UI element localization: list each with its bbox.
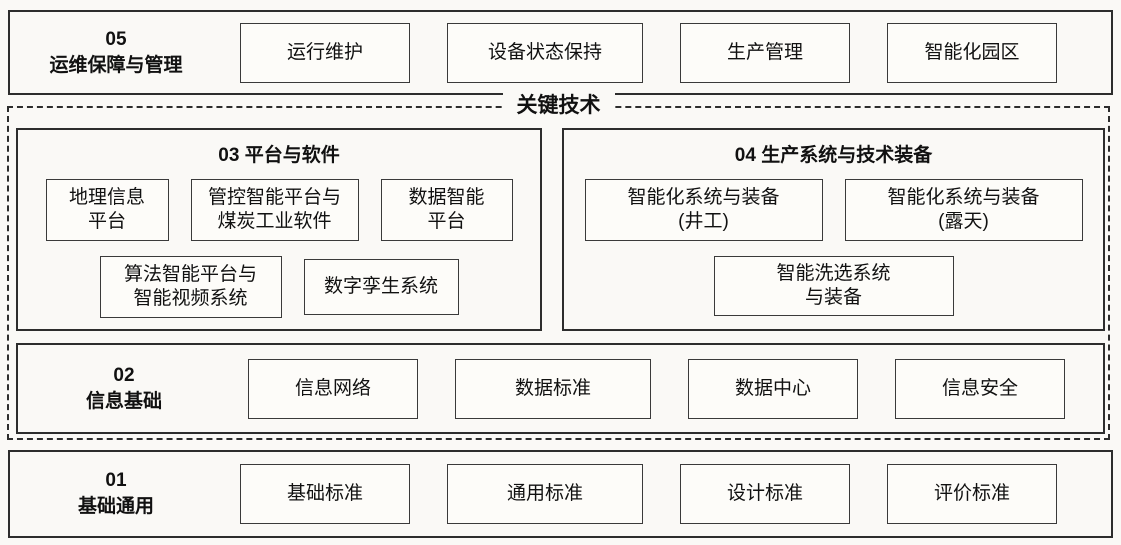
item-box: 通用标准 (447, 464, 643, 524)
keytech-container: 关键技术 03 平台与软件 地理信息 平台 管控智能平台与 煤炭工业软件 数据智… (7, 93, 1110, 440)
item-box: 信息安全 (895, 358, 1065, 419)
section-03-title: 03 平台与软件 (218, 145, 340, 166)
item-box: 生产管理 (680, 22, 850, 83)
item-box: 数据标准 (455, 358, 651, 419)
item-box: 数字孪生系统 (303, 259, 459, 315)
item-box: 地理信息 平台 (45, 179, 169, 241)
item-box: 智能化系统与装备 (井工) (584, 179, 823, 241)
item-box: 设计标准 (680, 464, 850, 524)
section-01-band: 01 基础通用 基础标准 通用标准 设计标准 评价标准 (8, 450, 1113, 538)
section-03-row-2: 算法智能平台与 智能视频系统 数字孪生系统 (18, 256, 540, 318)
section-04-title: 04 生产系统与技术装备 (734, 145, 933, 166)
section-05-label: 05 运维保障与管理 (49, 28, 183, 76)
item-box: 智能化园区 (887, 22, 1057, 83)
section-03-panel: 03 平台与软件 地理信息 平台 管控智能平台与 煤炭工业软件 数据智能 平台 … (16, 128, 542, 331)
item-box: 管控智能平台与 煤炭工业软件 (190, 179, 359, 241)
item-box: 智能洗选系统 与装备 (713, 256, 954, 316)
section-02-items: 信息网络 数据标准 数据中心 信息安全 (248, 358, 1065, 419)
keytech-panels: 03 平台与软件 地理信息 平台 管控智能平台与 煤炭工业软件 数据智能 平台 … (16, 128, 1105, 331)
section-02-band: 02 信息基础 信息网络 数据标准 数据中心 信息安全 (16, 343, 1105, 434)
section-05-band: 05 运维保障与管理 运行维护 设备状态保持 生产管理 智能化园区 (8, 10, 1113, 95)
item-box: 信息网络 (248, 358, 418, 419)
section-01-label: 01 基础通用 (77, 470, 154, 517)
item-box: 数据中心 (688, 358, 858, 419)
section-01-items: 基础标准 通用标准 设计标准 评价标准 (240, 464, 1057, 524)
item-box: 评价标准 (887, 464, 1057, 524)
item-box: 数据智能 平台 (380, 179, 513, 241)
section-02-label: 02 信息基础 (85, 364, 162, 412)
item-box: 基础标准 (240, 464, 410, 524)
section-04-row-1: 智能化系统与装备 (井工) 智能化系统与装备 (露天) (564, 179, 1103, 241)
item-box: 运行维护 (240, 22, 410, 83)
item-box: 智能化系统与装备 (露天) (844, 179, 1083, 241)
item-box: 算法智能平台与 智能视频系统 (99, 256, 282, 318)
section-04-panel: 04 生产系统与技术装备 智能化系统与装备 (井工) 智能化系统与装备 (露天)… (562, 128, 1105, 331)
item-box: 设备状态保持 (447, 22, 643, 83)
keytech-label: 关键技术 (502, 93, 615, 119)
section-04-row-2: 智能洗选系统 与装备 (564, 256, 1103, 316)
section-03-row-1: 地理信息 平台 管控智能平台与 煤炭工业软件 数据智能 平台 (18, 179, 540, 241)
section-05-items: 运行维护 设备状态保持 生产管理 智能化园区 (240, 22, 1057, 83)
